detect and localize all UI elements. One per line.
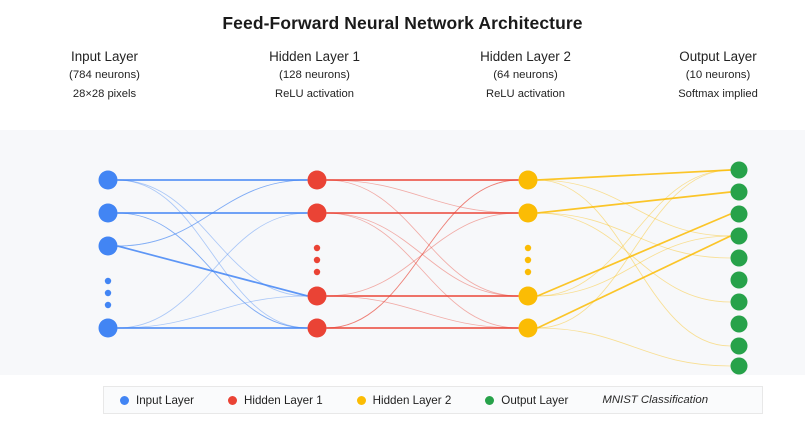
network-edge bbox=[117, 295, 308, 329]
layer-title: Hidden Layer 1 bbox=[269, 49, 360, 64]
neuron-node bbox=[98, 170, 118, 190]
neuron-node bbox=[518, 170, 538, 190]
legend-dot-icon bbox=[120, 395, 129, 405]
network-edge bbox=[326, 179, 519, 329]
nodes-layer bbox=[98, 161, 748, 375]
neuron-node bbox=[518, 318, 538, 338]
legend-dot-icon bbox=[228, 395, 238, 405]
network-edge bbox=[326, 179, 519, 329]
neuron-node bbox=[730, 205, 748, 223]
layer-header-hidden2: Hidden Layer 2 (64 neurons) ReLU activat… bbox=[420, 47, 631, 104]
neuron-node bbox=[98, 318, 118, 338]
legend-item-output: Output Layer bbox=[485, 394, 568, 407]
network-edge bbox=[537, 212, 731, 303]
ellipsis-dot-icon bbox=[524, 244, 532, 252]
network-edge bbox=[117, 179, 308, 297]
legend-item-input: Input Layer bbox=[120, 394, 194, 407]
legend-label: Input Layer bbox=[136, 393, 195, 407]
page-title: Feed-Forward Neural Network Architecture bbox=[222, 13, 583, 33]
network-edge bbox=[117, 212, 308, 329]
legend-label: Hidden Layer 1 bbox=[244, 393, 323, 407]
network-edge bbox=[537, 169, 731, 329]
network-edge bbox=[117, 179, 308, 247]
neuron-node bbox=[518, 203, 538, 223]
neuron-node bbox=[307, 318, 327, 338]
legend-dot-icon bbox=[485, 395, 495, 405]
layer-title: Output Layer bbox=[679, 49, 757, 64]
legend-label: Hidden Layer 2 bbox=[372, 393, 452, 407]
network-edge bbox=[537, 179, 731, 347]
network-edge bbox=[537, 213, 731, 297]
neuron-node bbox=[730, 161, 748, 179]
layer-detail: ReLU activation bbox=[275, 88, 354, 100]
legend-item-hidden1: Hidden Layer 1 bbox=[228, 394, 323, 407]
network-edge bbox=[326, 212, 519, 297]
ellipsis-dot-icon bbox=[313, 268, 321, 276]
legend: Input Layer Hidden Layer 1 Hidden Layer … bbox=[103, 386, 763, 414]
network-edge bbox=[326, 179, 519, 297]
neuron-node bbox=[730, 315, 748, 333]
ellipsis-dot-icon bbox=[313, 256, 321, 264]
network-edge bbox=[326, 212, 519, 329]
network-edge bbox=[537, 179, 731, 237]
layer-detail: 28×28 pixels bbox=[72, 88, 137, 100]
layer-neuron-count: (128 neurons) bbox=[279, 69, 350, 81]
legend-dot-icon bbox=[356, 395, 366, 405]
network-edge bbox=[117, 179, 308, 247]
neuron-node bbox=[730, 227, 748, 245]
ellipsis-dot-icon bbox=[524, 268, 532, 276]
neuron-node bbox=[730, 357, 748, 375]
neuron-node bbox=[730, 293, 748, 311]
legend-note: MNIST Classification bbox=[602, 394, 709, 406]
network-edge bbox=[537, 169, 731, 297]
layer-detail: Softmax implied bbox=[678, 88, 758, 100]
neuron-node bbox=[307, 170, 327, 190]
network-edge bbox=[537, 235, 731, 329]
layer-headers: Input Layer (784 neurons) 28×28 pixels H… bbox=[0, 47, 805, 104]
network-edge bbox=[537, 235, 731, 297]
layer-neuron-count: (10 neurons) bbox=[685, 69, 751, 81]
neuron-node bbox=[730, 183, 748, 201]
network-edge bbox=[326, 295, 519, 329]
layer-neuron-count: (64 neurons) bbox=[493, 69, 558, 81]
neuron-node bbox=[98, 236, 118, 256]
neuron-node bbox=[730, 337, 748, 355]
neuron-node bbox=[518, 286, 538, 306]
layer-header-hidden1: Hidden Layer 1 (128 neurons) ReLU activa… bbox=[209, 47, 420, 104]
layer-header-input: Input Layer (784 neurons) 28×28 pixels bbox=[0, 47, 209, 104]
layer-header-output: Output Layer (10 neurons) Softmax implie… bbox=[631, 47, 805, 104]
edges-layer bbox=[117, 169, 731, 367]
neuron-node bbox=[98, 203, 118, 223]
ellipsis-dot-icon bbox=[104, 301, 112, 309]
layer-detail: ReLU activation bbox=[486, 88, 565, 100]
neuron-node bbox=[730, 271, 748, 289]
layer-title: Input Layer bbox=[71, 49, 138, 64]
neuron-node bbox=[307, 286, 327, 306]
layer-neuron-count: (784 neurons) bbox=[69, 69, 140, 81]
network-edge bbox=[326, 179, 519, 214]
network-edge bbox=[117, 179, 308, 329]
legend-label: Output Layer bbox=[501, 393, 569, 407]
neuron-node bbox=[307, 203, 327, 223]
ellipsis-dot-icon bbox=[524, 256, 532, 264]
network-edge bbox=[117, 245, 308, 297]
network-edge bbox=[326, 212, 519, 297]
network-svg bbox=[98, 161, 748, 375]
network-edge bbox=[537, 212, 731, 259]
network-edge bbox=[537, 191, 731, 214]
network-panel bbox=[0, 130, 805, 375]
network-edge bbox=[537, 327, 731, 367]
network-edge bbox=[537, 169, 731, 181]
ellipsis-dot-icon bbox=[313, 244, 321, 252]
ellipsis-dot-icon bbox=[104, 277, 112, 285]
legend-item-hidden2: Hidden Layer 2 bbox=[356, 393, 452, 407]
neuron-node bbox=[730, 249, 748, 267]
network-edge bbox=[117, 212, 308, 329]
network-edge bbox=[117, 212, 308, 329]
ellipsis-dot-icon bbox=[104, 289, 112, 297]
layer-title: Hidden Layer 2 bbox=[480, 49, 571, 64]
